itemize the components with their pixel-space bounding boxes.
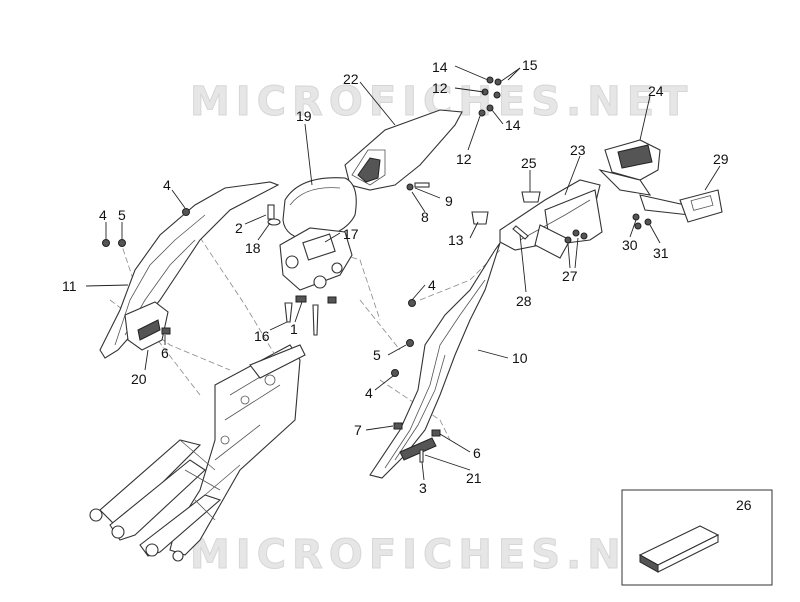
reflector-29 xyxy=(639,189,723,223)
callout-17: 17 xyxy=(343,226,359,242)
callout-7: 7 xyxy=(354,422,362,438)
callout-labels: 14 15 22 12 14 12 24 19 25 23 29 4 9 8 2… xyxy=(62,57,752,513)
seat-pad-19 xyxy=(282,177,357,241)
callout-4: 4 xyxy=(428,277,436,293)
callout-25: 25 xyxy=(521,155,537,171)
taillight-24 xyxy=(598,139,661,196)
seat-lock-17 xyxy=(279,227,353,291)
callout-30: 30 xyxy=(622,237,638,253)
callout-2: 2 xyxy=(235,220,243,236)
callout-14: 14 xyxy=(432,59,448,75)
callout-4: 4 xyxy=(163,177,171,193)
callout-11: 11 xyxy=(62,278,77,294)
callout-23: 23 xyxy=(570,142,586,158)
callout-9: 9 xyxy=(445,193,453,209)
callout-24: 24 xyxy=(648,83,664,99)
callout-26: 26 xyxy=(736,497,752,513)
license-holder-23 xyxy=(499,179,603,259)
callout-10: 10 xyxy=(512,350,528,366)
callout-31: 31 xyxy=(653,245,669,261)
callout-18: 18 xyxy=(245,240,261,256)
callout-12: 12 xyxy=(456,151,472,167)
callout-6: 6 xyxy=(161,345,169,361)
grommet-13 xyxy=(471,211,489,225)
callout-14: 14 xyxy=(505,117,521,133)
callout-4: 4 xyxy=(99,207,107,223)
watermark-top: MICROFICHES.NET xyxy=(190,79,693,125)
callout-28: 28 xyxy=(516,293,532,309)
watermark-bottom: MICROFICHES.NET xyxy=(190,532,693,578)
callout-6: 6 xyxy=(473,445,481,461)
left-handle-20 xyxy=(124,301,169,351)
right-side-panel-10 xyxy=(369,242,501,479)
inset-box-26 xyxy=(621,489,773,586)
callout-19: 19 xyxy=(296,108,312,124)
callout-22: 22 xyxy=(343,71,359,87)
callout-8: 8 xyxy=(421,209,429,225)
leader-lines xyxy=(85,65,721,481)
callout-12: 12 xyxy=(432,80,448,96)
callout-1: 1 xyxy=(290,321,298,337)
callout-13: 13 xyxy=(448,232,464,248)
callout-3: 3 xyxy=(419,480,427,496)
callout-15: 15 xyxy=(522,57,538,73)
callout-16: 16 xyxy=(254,328,270,344)
callout-27: 27 xyxy=(562,268,578,284)
callout-29: 29 xyxy=(713,151,729,167)
callout-4: 4 xyxy=(365,385,373,401)
rear-subframe xyxy=(89,344,306,562)
tail-cowl-22 xyxy=(344,109,463,191)
callout-5: 5 xyxy=(118,207,126,223)
grommet-25 xyxy=(521,191,541,203)
callout-20: 20 xyxy=(131,371,147,387)
callout-5: 5 xyxy=(373,347,381,363)
callout-21: 21 xyxy=(466,470,482,486)
